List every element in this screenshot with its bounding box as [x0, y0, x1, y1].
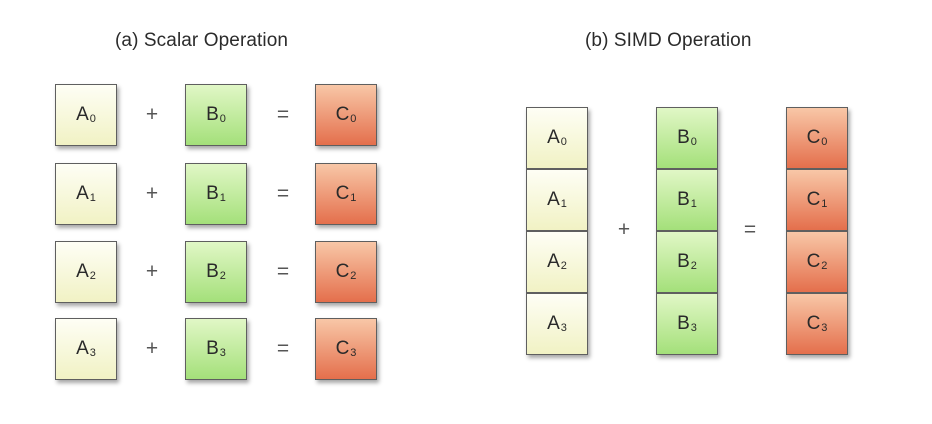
scalar-a3-subscript: 3 — [89, 347, 96, 359]
scalar-b0-label: B — [206, 104, 219, 125]
scalar-c3-label: C — [335, 338, 350, 359]
scalar-plus-1: + — [145, 182, 159, 205]
simd-b2-subscript: 2 — [690, 260, 697, 272]
scalar-b2-subscript: 2 — [219, 270, 226, 282]
simd-b1-label: B — [677, 189, 690, 210]
simd-c2-label: C — [806, 251, 821, 272]
simd-c1-subscript: 1 — [821, 198, 828, 210]
simd-a0-label: A — [547, 127, 560, 148]
scalar-panel-title: (a) Scalar Operation — [115, 30, 289, 51]
simd-b0-label: B — [677, 127, 690, 148]
scalar-a2-subscript: 2 — [89, 270, 96, 282]
scalar-c1-subscript: 1 — [350, 192, 357, 204]
simd-a3-subscript: 3 — [560, 322, 567, 334]
scalar-b0-subscript: 0 — [219, 113, 226, 125]
scalar-c3-subscript: 3 — [350, 347, 357, 359]
scalar-c2-subscript: 2 — [350, 270, 357, 282]
simd-plus: + — [617, 218, 631, 241]
scalar-b2-label: B — [206, 261, 219, 282]
simd-a2-subscript: 2 — [560, 260, 567, 272]
scalar-b1-subscript: 1 — [219, 192, 226, 204]
simd-c3-subscript: 3 — [821, 322, 828, 334]
simd-a2-label: A — [547, 251, 560, 272]
scalar-c0-subscript: 0 — [350, 113, 357, 125]
simd-a1-subscript: 1 — [560, 198, 567, 210]
simd-b1-subscript: 1 — [690, 198, 697, 210]
scalar-b3-label: B — [206, 338, 219, 359]
scalar-plus-0: + — [145, 103, 159, 126]
simd-b3-subscript: 3 — [690, 322, 697, 334]
scalar-c0-label: C — [335, 104, 350, 125]
scalar-a2-label: A — [76, 261, 89, 282]
scalar-b1-label: B — [206, 183, 219, 204]
simd-equals: = — [743, 218, 757, 241]
simd-b3-label: B — [677, 313, 690, 334]
scalar-plus-3: + — [145, 337, 159, 360]
simd-a0-subscript: 0 — [560, 136, 567, 148]
scalar-a1-label: A — [76, 183, 89, 204]
scalar-a1-subscript: 1 — [89, 192, 96, 204]
scalar-equals-0: = — [276, 103, 290, 126]
simd-c0-label: C — [806, 127, 821, 148]
scalar-equals-1: = — [276, 182, 290, 205]
scalar-c2-label: C — [335, 261, 350, 282]
simd-c1-label: C — [806, 189, 821, 210]
simd-c2-subscript: 2 — [821, 260, 828, 272]
scalar-b3-subscript: 3 — [219, 347, 226, 359]
simd-a3-label: A — [547, 313, 560, 334]
scalar-c1-label: C — [335, 183, 350, 204]
scalar-a3-label: A — [76, 338, 89, 359]
simd-b0-subscript: 0 — [690, 136, 697, 148]
scalar-a0-label: A — [76, 104, 89, 125]
scalar-a0-subscript: 0 — [89, 113, 96, 125]
scalar-plus-2: + — [145, 260, 159, 283]
simd-b2-label: B — [677, 251, 690, 272]
scalar-equals-2: = — [276, 260, 290, 283]
scalar-equals-3: = — [276, 337, 290, 360]
simd-panel-title: (b) SIMD Operation — [585, 30, 752, 51]
simd-a1-label: A — [547, 189, 560, 210]
simd-c3-label: C — [806, 313, 821, 334]
simd-c0-subscript: 0 — [821, 136, 828, 148]
